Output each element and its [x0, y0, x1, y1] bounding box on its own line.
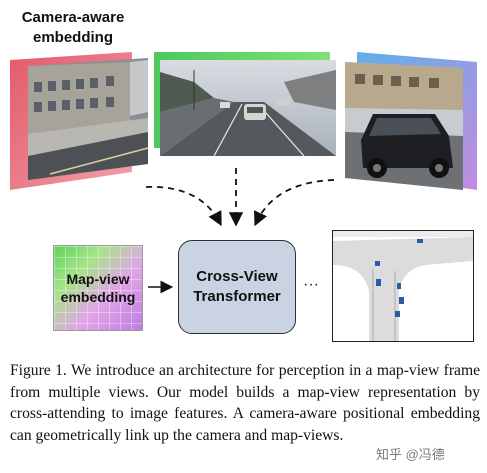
watermark: 知乎 @冯德 [376, 447, 445, 462]
map-view-label-line2: embedding [60, 289, 136, 305]
camera-embedding-label: Camera-aware embedding [18, 8, 128, 48]
transformer-label-line1: Cross-View [196, 268, 278, 285]
left-dashed-arrow [145, 186, 222, 227]
left-camera-view [10, 52, 150, 192]
transformer-label-line2: Transformer [193, 288, 281, 305]
cross-view-transformer-block: Cross-View Transformer [178, 240, 296, 334]
figure-caption: Figure 1. We introduce an architecture f… [10, 362, 480, 444]
camera-embedding-label-line2: embedding [32, 29, 113, 46]
right-camera-image [345, 52, 477, 190]
bev-segmentation-map [333, 231, 473, 341]
right-dashed-arrow [254, 179, 335, 227]
map-view-output [332, 230, 474, 342]
camera-embedding-label-line1: Camera-aware [21, 9, 125, 26]
map-view-label-line1: Map-view [66, 271, 130, 287]
right-camera-view [343, 52, 477, 192]
front-camera-image [154, 52, 336, 157]
left-camera-image [10, 52, 149, 190]
front-camera-view [154, 52, 336, 157]
ellipsis-text: ··· [303, 276, 319, 293]
map-view-embedding: Map-view embedding [53, 245, 143, 331]
